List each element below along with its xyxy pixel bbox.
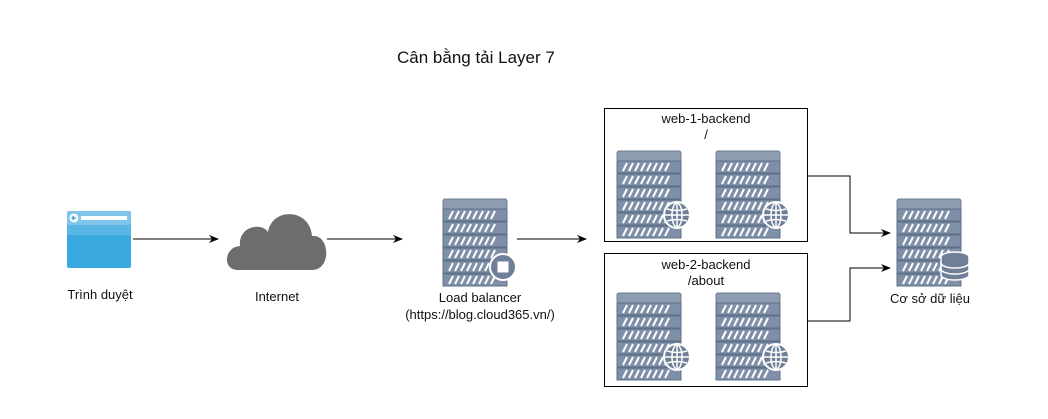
diagram-title: Cân bằng tải Layer 7 xyxy=(397,48,555,67)
internet-label: Internet xyxy=(254,289,300,304)
database-server-icon xyxy=(897,199,970,286)
cloud-icon xyxy=(226,214,327,270)
database-label: Cơ sở dữ liệu xyxy=(890,291,970,306)
web-2-server-b-icon xyxy=(716,293,789,380)
web-1-server-a-icon xyxy=(617,151,690,238)
web-1-backend-group xyxy=(604,108,808,242)
web-2-backend-group xyxy=(604,253,808,387)
browser-label: Trình duyệt xyxy=(67,287,133,302)
load-balancer-server-icon xyxy=(443,199,517,286)
web-2-backend-path: /about xyxy=(687,273,725,288)
web-1-backend-name: web-1-backend xyxy=(661,111,751,126)
load-balancer-url: (https://blog.cloud365.vn/) xyxy=(405,307,555,322)
web-2-server-a-icon xyxy=(617,293,690,380)
web-1-server-b-icon xyxy=(716,151,789,238)
browser-window-icon xyxy=(67,211,131,268)
web-2-backend-name: web-2-backend xyxy=(661,257,751,272)
arrow-web-2-to-database xyxy=(808,264,891,322)
arrow-web-1-to-database xyxy=(808,175,891,237)
load-balancer-label: Load balancer xyxy=(438,290,522,305)
web-1-backend-path: / xyxy=(704,127,708,142)
